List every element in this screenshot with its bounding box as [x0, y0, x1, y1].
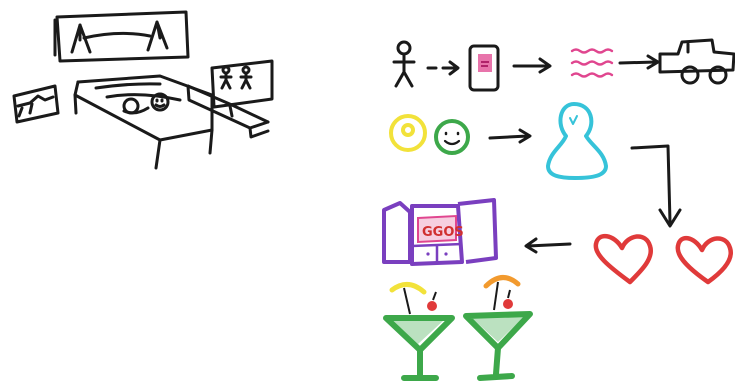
- heart-icon: [678, 238, 731, 282]
- cocktail-glass-icon: [466, 277, 530, 378]
- blue-person-icon: [548, 104, 606, 178]
- cocktail-glass-icon: [386, 284, 452, 378]
- store-icon: GGOS: [384, 200, 496, 264]
- arrow-icon: [428, 62, 458, 74]
- arrow-icon: [514, 59, 550, 72]
- arrow-icon: [526, 239, 570, 252]
- wall-painting: [55, 12, 188, 61]
- arrow-icon: [490, 130, 530, 142]
- heart-icon: [596, 236, 651, 282]
- phone-icon: [470, 46, 498, 90]
- yellow-face-icon: [391, 116, 425, 150]
- store-sign-text: GGOS: [422, 225, 464, 240]
- person-icon: [394, 42, 414, 86]
- turn-arrow-icon: [632, 146, 680, 226]
- message-text-icon: [572, 50, 612, 77]
- green-face-icon: [436, 121, 468, 153]
- bed: [75, 76, 212, 168]
- car-icon: [660, 40, 734, 83]
- arrow-icon: [620, 56, 658, 68]
- tv-stand: [188, 61, 272, 137]
- left-picture-frame: [14, 86, 58, 122]
